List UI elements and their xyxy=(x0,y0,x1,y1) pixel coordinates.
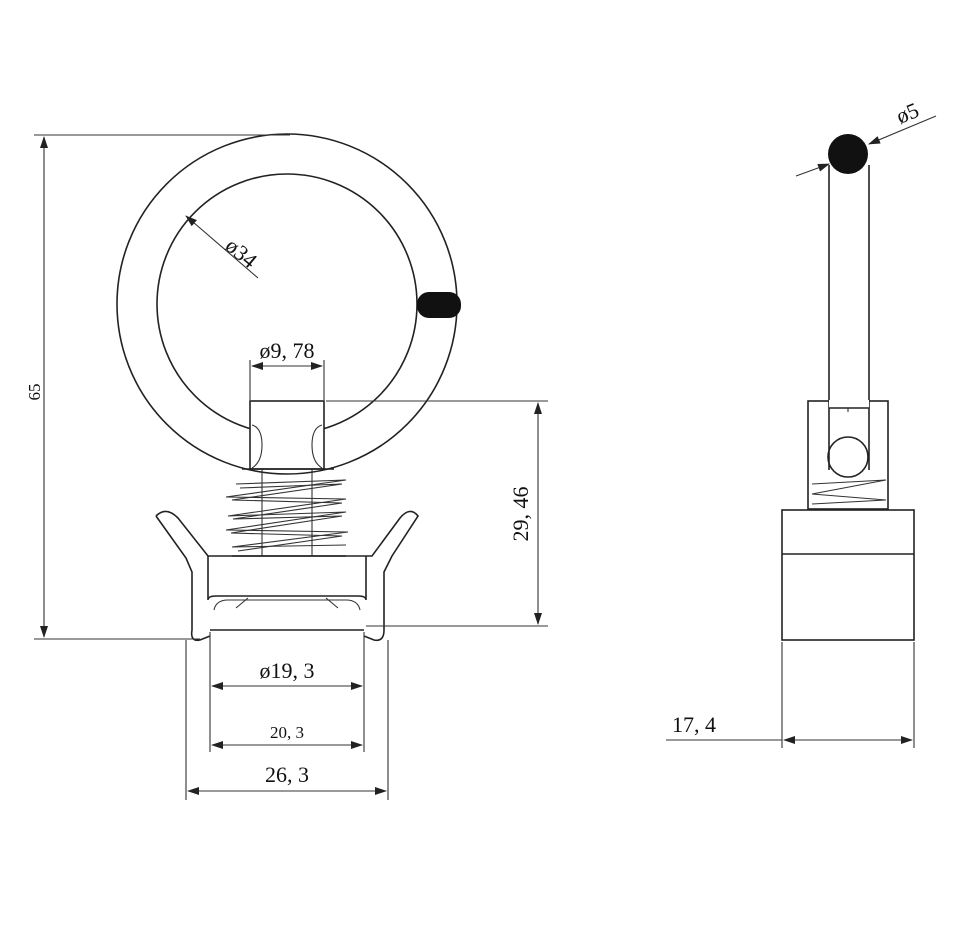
dim-stud-diameter-label: ø9, 78 xyxy=(260,338,315,363)
dim-overall-height: 65 xyxy=(25,134,290,640)
ring-weld-mark xyxy=(417,292,461,318)
ring-side xyxy=(828,134,870,470)
dim-base-inner-width: 20, 3 xyxy=(211,723,363,749)
side-view: ø5 17, 4 xyxy=(666,97,937,748)
stud-side xyxy=(807,400,889,510)
base-side xyxy=(781,509,915,641)
dim-stud-height-label: 29, 46 xyxy=(508,487,533,542)
dim-stud-diameter: ø9, 78 xyxy=(249,338,325,400)
dim-base-thickness-label: 17, 4 xyxy=(672,712,716,737)
front-view: 65 ø34 ø9, 78 29, 46 ø19, 3 xyxy=(25,133,548,800)
dim-ring-diameter-label: ø34 xyxy=(221,233,262,273)
dim-base-thickness: 17, 4 xyxy=(666,642,915,748)
base-fitting xyxy=(155,510,419,642)
ring-wire-section xyxy=(828,134,868,174)
dim-base-inner-diameter-label: ø19, 3 xyxy=(260,658,315,683)
dim-base-outer-width-label: 26, 3 xyxy=(265,762,309,787)
dim-stud-height: 29, 46 xyxy=(326,400,548,627)
dim-wire-diameter: ø5 xyxy=(795,97,937,177)
dim-ring-diameter: ø34 xyxy=(185,215,262,279)
dim-base-inner-diameter: ø19, 3 xyxy=(209,632,365,752)
dim-base-inner-width-label: 20, 3 xyxy=(270,723,304,742)
dim-base-outer-width: 26, 3 xyxy=(185,640,389,800)
stud xyxy=(249,400,325,556)
dim-overall-height-label: 65 xyxy=(25,384,44,401)
spring xyxy=(225,468,349,557)
